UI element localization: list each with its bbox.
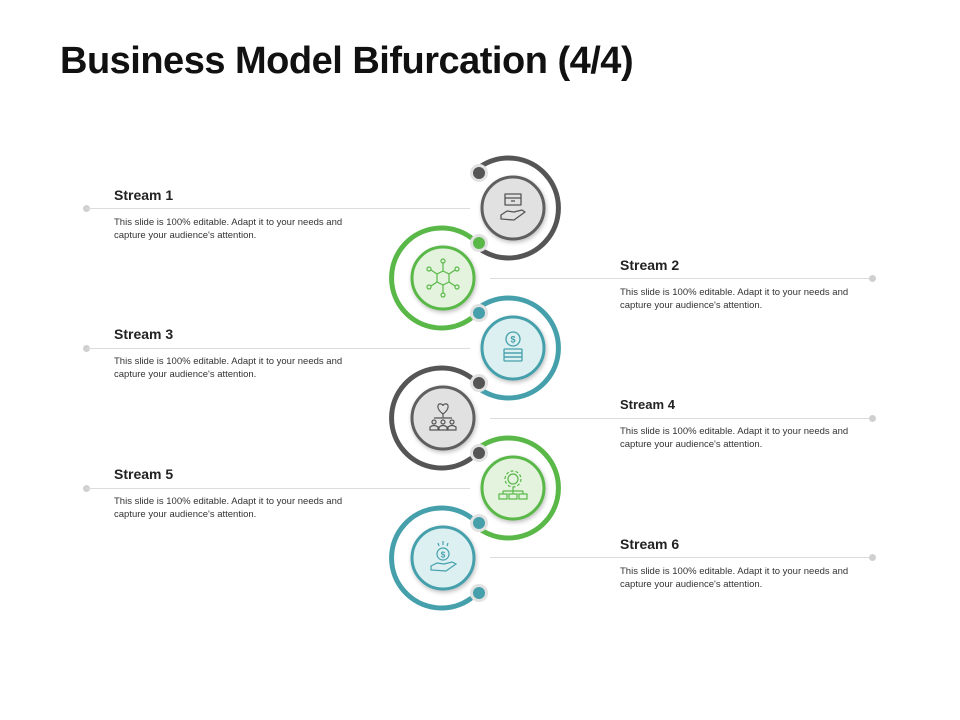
gear-network-icon xyxy=(498,470,528,500)
stream-5-text: This slide is 100% editable. Adapt it to… xyxy=(114,496,343,520)
stream-5-label: Stream 5 xyxy=(114,466,174,482)
connector-end-dot-2 xyxy=(869,275,876,282)
svg-text:$: $ xyxy=(510,335,515,345)
connector-end-dot-4 xyxy=(869,415,876,422)
money-in-hand-icon: $ xyxy=(430,541,458,572)
svg-text:$: $ xyxy=(441,551,446,560)
stream-2: Stream 2 This slide is 100% editable. Ad… xyxy=(620,257,880,312)
stream-1-node xyxy=(470,155,561,261)
stream-6-label: Stream 6 xyxy=(620,536,680,552)
chain-end-dot xyxy=(470,584,488,602)
connector-end-dot-6 xyxy=(869,554,876,561)
connector-end-dot-3 xyxy=(83,345,90,352)
stream-6-node: $ xyxy=(389,505,488,611)
coin-stack-icon: $ xyxy=(503,331,523,362)
connector-line-4 xyxy=(490,418,873,419)
connector-line-5 xyxy=(87,488,470,489)
page-title: Business Model Bifurcation (4/4) xyxy=(60,40,634,82)
connector-line-3 xyxy=(87,348,470,349)
stream-4-text: This slide is 100% editable. Adapt it to… xyxy=(620,426,849,450)
stream-3-node: $ xyxy=(470,295,561,401)
stream-4-label: Stream 4 xyxy=(620,397,675,412)
connector-end-dot-1 xyxy=(83,205,90,212)
stream-1-text: This slide is 100% editable. Adapt it to… xyxy=(114,217,343,241)
stream-6-text: This slide is 100% editable. Adapt it to… xyxy=(620,566,849,590)
stream-4-node xyxy=(389,365,488,471)
stream-6: Stream 6 This slide is 100% editable. Ad… xyxy=(620,536,880,591)
stream-4: Stream 4 This slide is 100% editable. Ad… xyxy=(620,397,880,451)
box-in-hand-icon xyxy=(500,193,526,221)
stream-1: Stream 1 This slide is 100% editable. Ad… xyxy=(114,187,374,242)
stream-2-label: Stream 2 xyxy=(620,257,680,273)
stream-2-node xyxy=(389,225,488,331)
stream-3: Stream 3 This slide is 100% editable. Ad… xyxy=(114,326,374,381)
connector-line-2 xyxy=(490,278,873,279)
stream-5: Stream 5 This slide is 100% editable. Ad… xyxy=(114,466,374,521)
network-icon xyxy=(426,258,460,298)
stream-3-text: This slide is 100% editable. Adapt it to… xyxy=(114,356,343,380)
connector-line-1 xyxy=(87,208,470,209)
connector-line-6 xyxy=(490,557,873,558)
stream-2-text: This slide is 100% editable. Adapt it to… xyxy=(620,287,849,311)
stream-3-label: Stream 3 xyxy=(114,326,174,342)
stream-5-node xyxy=(470,435,561,541)
stream-1-label: Stream 1 xyxy=(114,187,174,203)
heart-team-icon xyxy=(429,403,457,431)
connector-end-dot-5 xyxy=(83,485,90,492)
